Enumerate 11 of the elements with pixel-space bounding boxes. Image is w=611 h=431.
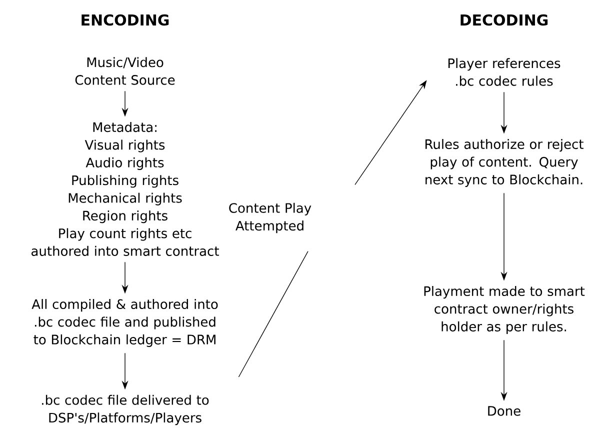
flow-text: Content Play Attempted [229, 202, 312, 234]
flow-text: Playment made to smart contract owner/rights holder as per rules. [424, 286, 585, 334]
section-heading: DECODING [460, 14, 548, 26]
flow-text: Done [488, 406, 520, 416]
flow-text: All compiled & authored into .bc codec file and published to Blockchain ledger = DRM [32, 299, 218, 347]
flow-text: Music/Video Content Source [75, 57, 175, 85]
flow-text: .bc codec file delivered to DSP's/Platforms/Players [42, 394, 209, 426]
flow-text: Rules authorize or reject play of content. Query next sync to Blockchain. [426, 139, 584, 187]
section-heading: ENCODING [82, 14, 169, 26]
flow-text: Metadata: Visual rights Audio rights Publishing rights Mechanical rights Region rights Play count rights etc authored into smart contract [32, 122, 219, 256]
flow-text: Player references .bc codec rules [448, 58, 560, 86]
